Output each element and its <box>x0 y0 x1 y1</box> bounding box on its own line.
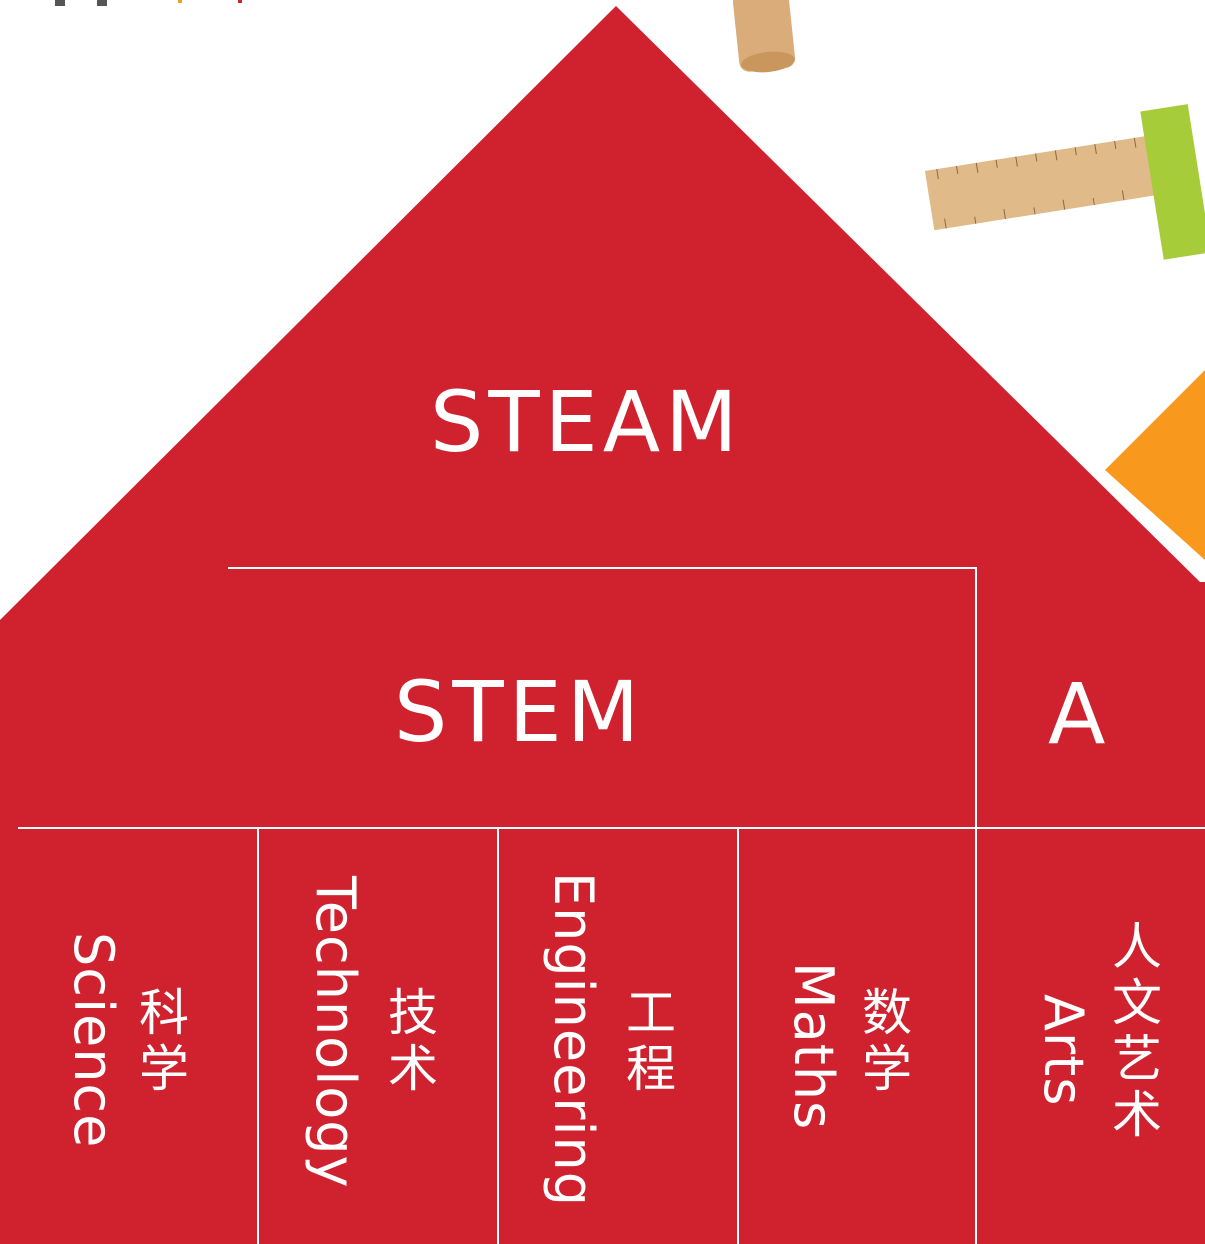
pillar-science-en-wrap: Science <box>62 932 125 1149</box>
arts-cn-char-3: 艺 <box>1112 1030 1162 1088</box>
pillar-technology-cn: 技 术 <box>388 988 438 1094</box>
divider-lines <box>18 567 1205 1244</box>
arts-cn-char-2: 文 <box>1112 974 1162 1032</box>
engineering-cn-char-2: 程 <box>626 1040 676 1098</box>
pillar-maths-en: Maths <box>782 962 845 1131</box>
arts-cn-char-4: 术 <box>1112 1086 1162 1144</box>
wooden-peg-icon <box>732 0 796 73</box>
house-shape <box>0 6 1205 1244</box>
stem-title: STEM <box>394 663 645 761</box>
arts-letter: A <box>1048 665 1106 763</box>
pillar-arts-en-wrap: Arts <box>1032 994 1095 1107</box>
pillar-technology-en: Technology <box>304 876 367 1189</box>
stem-frame-line <box>228 567 977 1244</box>
pillar-engineering-en: Engineering <box>542 872 605 1207</box>
engineering-cn-char-1: 工 <box>626 984 676 1042</box>
pillar-arts-en: Arts <box>1032 994 1095 1107</box>
pillar-science-cn: 科 学 <box>139 988 189 1094</box>
arts-cn-char-1: 人 <box>1112 918 1162 976</box>
pillar-maths-en-wrap: Maths <box>782 962 845 1131</box>
maths-cn-char-1: 数 <box>862 984 912 1042</box>
orange-triangle-icon <box>1105 370 1205 560</box>
steam-title: STEAM <box>430 373 743 471</box>
ruler-icon <box>924 104 1205 260</box>
technology-cn-char-2: 术 <box>388 1040 438 1098</box>
technology-cn-char-1: 技 <box>388 984 438 1042</box>
science-cn-char-2: 学 <box>139 1040 189 1098</box>
corner-mark-icon <box>55 0 242 6</box>
pillar-engineering-cn: 工 程 <box>626 988 676 1094</box>
pillar-maths-cn: 数 学 <box>862 988 912 1094</box>
pillar-engineering-en-wrap: Engineering <box>542 872 605 1207</box>
pillar-arts-cn: 人 文 艺 术 <box>1112 922 1162 1140</box>
pillar-science-en: Science <box>62 932 125 1149</box>
maths-cn-char-2: 学 <box>862 1040 912 1098</box>
pillar-technology-en-wrap: Technology <box>304 876 367 1189</box>
science-cn-char-1: 科 <box>139 984 189 1042</box>
